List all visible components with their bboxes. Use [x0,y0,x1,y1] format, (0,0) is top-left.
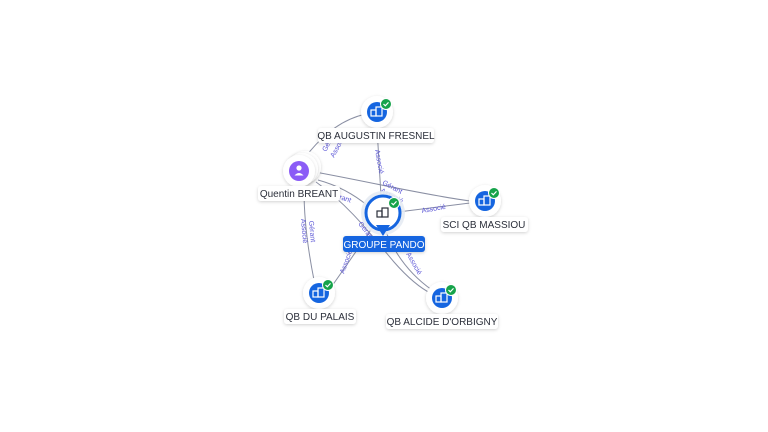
node-label: GROUPE PANDO [344,240,425,251]
edge-pando-massiou[interactable]: Associé [397,202,471,215]
nodes: QB AUGUSTIN FRESNEL Quentin BREANT [258,96,528,329]
node-alcide-dorbigny[interactable]: QB ALCIDE D'ORBIGNY [386,282,498,329]
node-label: QB ALCIDE D'ORBIGNY [387,317,498,328]
person-icon [294,165,304,176]
edge-quentin-palais[interactable]: Gérant Associé [299,189,316,281]
node-label: QB DU PALAIS [286,312,355,323]
building-icon [478,195,491,206]
verified-check-icon [445,284,457,296]
edge-label-associe: Associé [299,219,308,244]
edge-label-associe: Associé [373,149,384,174]
building-icon [312,287,325,298]
node-label: SCI QB MASSIOU [443,220,526,231]
building-icon [435,292,448,303]
edge-label-associe: Associé [404,252,422,277]
node-quentin-breant[interactable]: Quentin BREANT [258,151,340,201]
verified-check-icon [488,187,500,199]
verified-check-icon [380,98,392,110]
verified-check-icon [322,279,334,291]
node-label: Quentin BREANT [260,189,338,200]
building-icon [370,106,383,117]
node-du-palais[interactable]: QB DU PALAIS [284,277,356,324]
edge-label-associe: Associé [339,249,354,275]
node-groupe-pando[interactable]: GROUPE PANDO [343,191,425,252]
building-icon [376,207,389,218]
node-label: QB AUGUSTIN FRESNEL [317,131,435,142]
edge-label-gerant: Gérant [307,221,316,243]
node-augustin-fresnel[interactable]: QB AUGUSTIN FRESNEL [317,96,435,143]
verified-check-icon [388,197,400,209]
edge-label-associe: Associé [421,204,446,215]
node-sci-massiou[interactable]: SCI QB MASSIOU [441,185,528,232]
